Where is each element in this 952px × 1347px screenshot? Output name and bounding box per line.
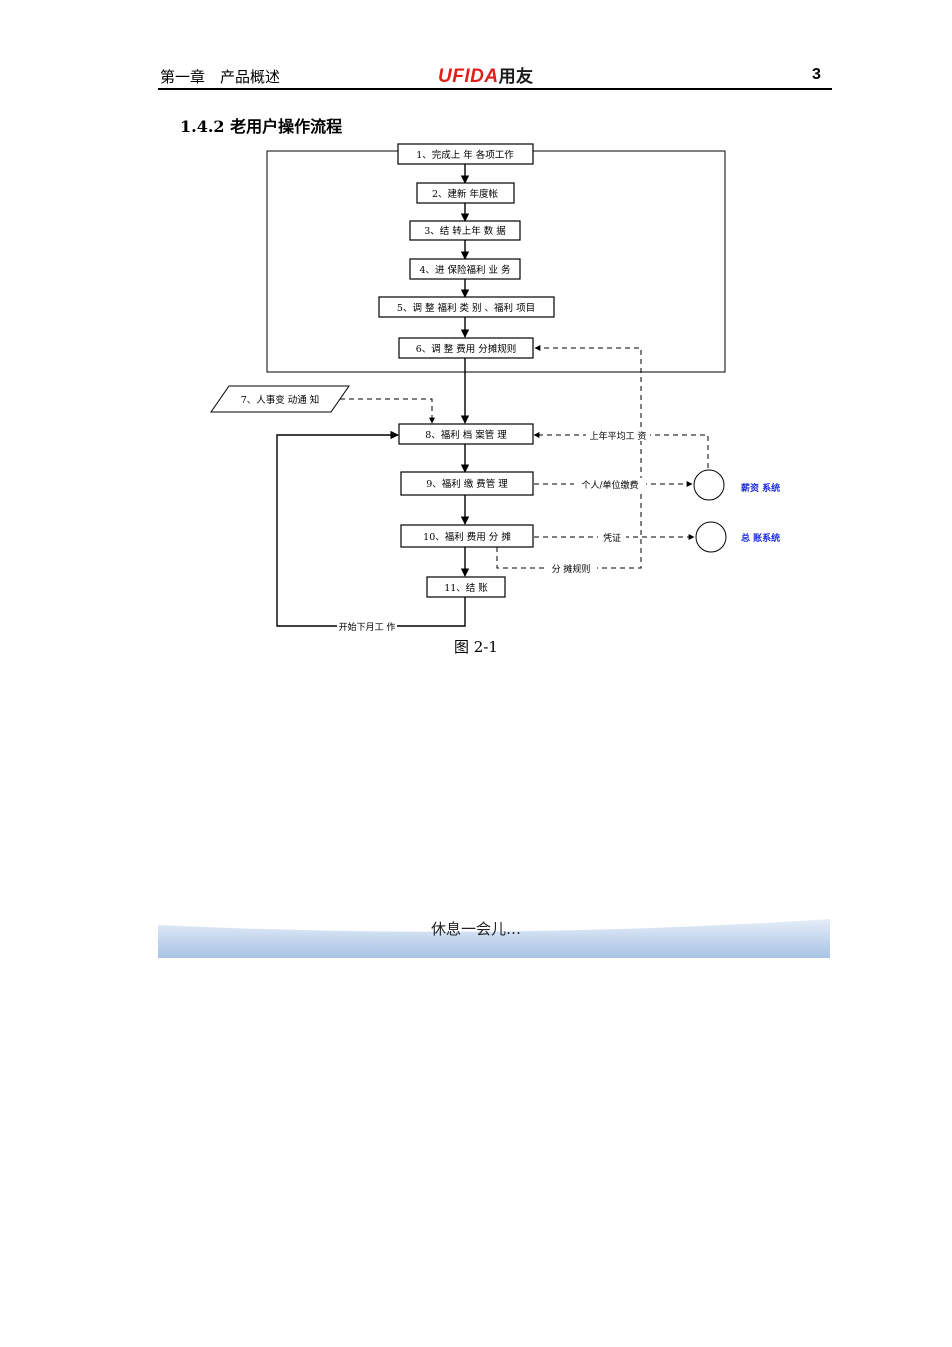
footer-band-text: 休息一会儿… [430,920,521,938]
notice-input [210,385,350,413]
step-4-label: 4、进 保险福利 业 务 [419,264,511,276]
ufida-logo: UFIDA用友 [438,62,534,88]
label-last-year-salary: 上年平均工 资 [590,430,647,442]
page-number: 3 [812,66,821,83]
step-10 [400,524,534,548]
flowchart: 1、完成上 年 各项工作 2、建新 年度帐 3、结 转上年 数 据 4、进 保险… [210,143,780,633]
step-2 [416,182,515,204]
step-4 [409,258,521,280]
step-8-label: 8、福利 档 案管 理 [425,429,507,441]
step-1 [397,143,534,165]
step-3 [409,220,521,241]
label-next-month: 开始下月工 作 [339,621,396,633]
step-6-label: 6、调 整 费用 分摊规则 [416,343,517,355]
section-title: 1.4.2 老用户操作流程 [180,117,343,136]
step-5 [378,296,555,318]
gl-system-label: 总 账系统 [741,532,780,544]
step-9 [400,471,534,496]
label-allocation-rule: 分 摊规则 [552,563,591,575]
step-1-label: 1、完成上 年 各项工作 [416,149,514,161]
payroll-system-label: 薪资 系统 [741,482,780,494]
label-voucher: 凭证 [603,532,621,544]
notice-label: 7、人事变 动通 知 [241,394,320,406]
header-rule [158,88,832,90]
step-11 [426,576,506,598]
step-2-label: 2、建新 年度帐 [432,188,499,200]
chapter-title: 第一章 产品概述 [160,68,281,86]
step-9-label: 9、福利 缴 费管 理 [426,478,508,490]
step-5-label: 5、调 整 福利 类 别 、福利 项目 [397,302,535,314]
step-8 [398,423,534,445]
step-3-label: 3、结 转上年 数 据 [424,225,506,237]
logo-brand: UFIDA [438,66,499,87]
step-11-label: 11、结 账 [444,582,488,594]
gl-system-circle [695,521,727,553]
step-6 [398,337,534,359]
footer-band [158,916,830,958]
step-10-label: 10、福利 费用 分 摊 [423,531,511,543]
logo-cn: 用友 [498,67,534,86]
payroll-system-circle [693,469,725,501]
label-payment: 个人/单位缴费 [581,479,638,491]
figure-caption: 图 2-1 [454,638,498,656]
